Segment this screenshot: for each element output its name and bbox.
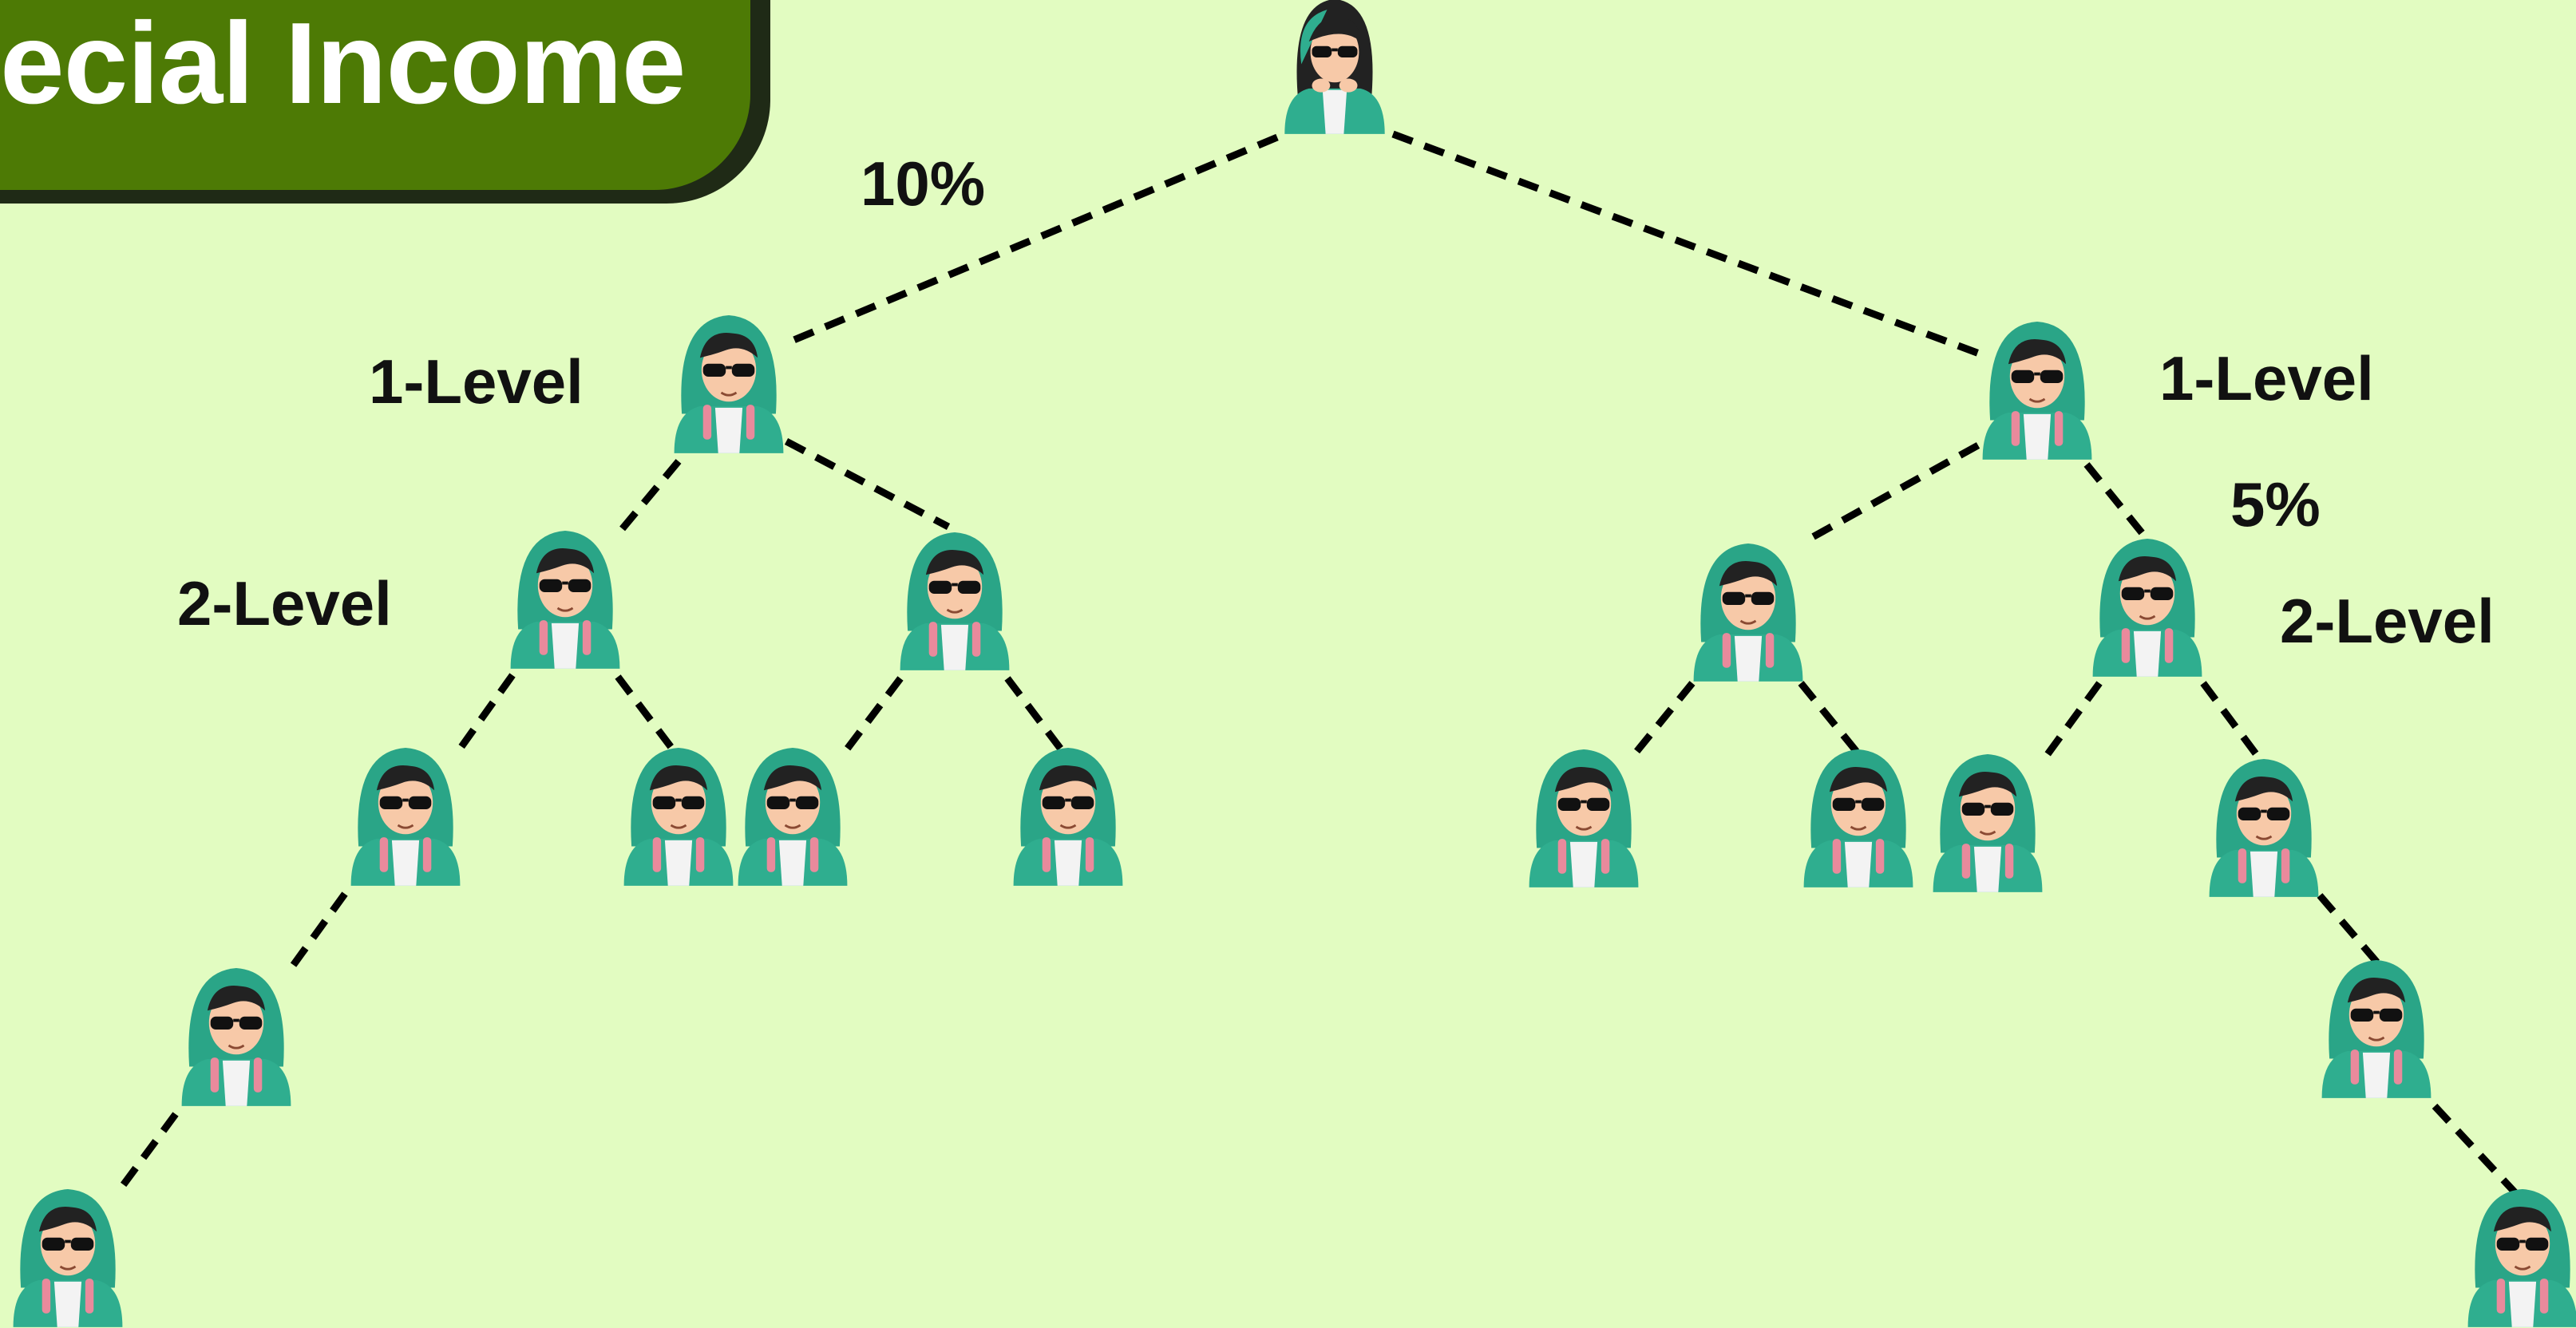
left-level-1-label: 1-Level	[369, 346, 584, 417]
member-avatar-icon	[1012, 746, 1124, 887]
member-avatar-icon	[2091, 537, 2203, 678]
left-branch-percent: 10%	[861, 148, 986, 219]
member-avatar-icon	[737, 746, 849, 887]
connector-line	[2083, 462, 2151, 542]
member-avatar-icon	[1802, 748, 1914, 889]
connector-line	[1004, 676, 1065, 753]
connector-line	[785, 133, 1279, 347]
connector-line	[615, 674, 675, 751]
connector-line	[1798, 681, 1860, 754]
left-level-2-label: 2-Level	[177, 568, 392, 638]
member-avatar-icon	[1932, 753, 2044, 894]
connector-line	[287, 891, 348, 971]
connector-line	[1800, 442, 1980, 546]
connector-line	[784, 438, 951, 530]
connector-line	[2317, 893, 2380, 965]
banner-title: ecial Income	[0, 0, 686, 128]
member-avatar-icon	[623, 746, 734, 887]
member-avatar-icon	[350, 746, 461, 887]
connector-line	[2040, 681, 2103, 762]
root-member-avatar-icon	[1284, 0, 1385, 134]
member-avatar-icon	[899, 531, 1011, 672]
member-avatar-icon	[1981, 320, 2093, 461]
connector-line	[2200, 681, 2262, 761]
member-avatar-icon	[1692, 542, 1804, 683]
connector-line	[118, 1112, 179, 1190]
tree-connectors	[118, 130, 2523, 1200]
title-banner	[0, 0, 750, 190]
connector-line	[1391, 130, 1983, 358]
member-avatar-icon	[180, 966, 292, 1108]
member-avatar-icon	[2321, 958, 2432, 1100]
connector-line	[615, 459, 682, 536]
connector-line	[2432, 1103, 2523, 1200]
member-avatar-icon	[1528, 748, 1640, 889]
right-level-2-label: 2-Level	[2280, 586, 2495, 656]
connector-line	[456, 673, 516, 753]
member-avatar-icon	[2467, 1188, 2576, 1328]
tree-members	[12, 0, 2576, 1328]
member-avatar-icon	[12, 1188, 124, 1328]
right-branch-percent: 5%	[2230, 469, 2321, 540]
connector-line	[843, 676, 904, 753]
member-avatar-icon	[509, 529, 621, 670]
right-level-1-label: 1-Level	[2159, 343, 2374, 413]
member-avatar-icon	[2208, 757, 2320, 899]
connector-line	[1633, 681, 1696, 754]
member-avatar-icon	[673, 314, 785, 455]
